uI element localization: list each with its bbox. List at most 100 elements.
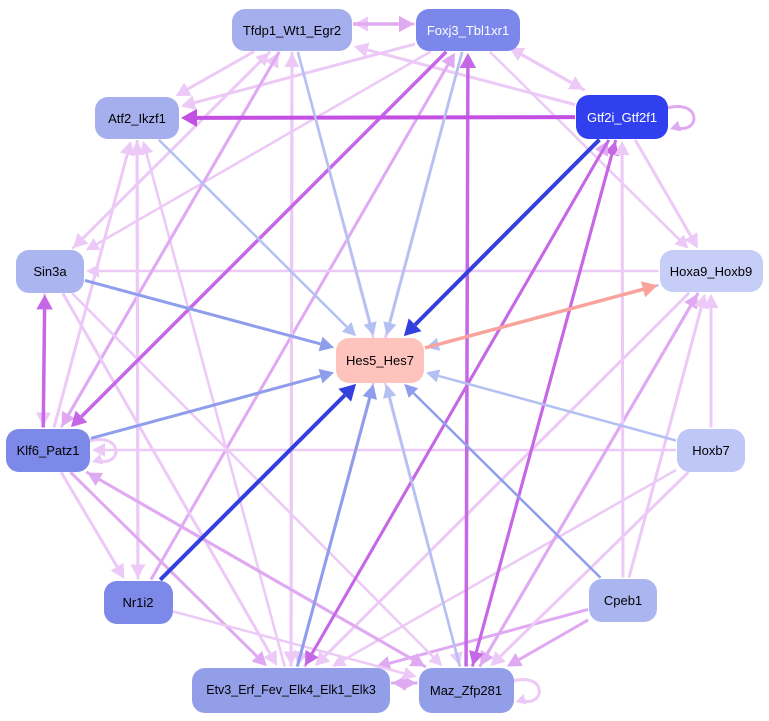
edge-arrow-gtf2i-hoxa9 <box>684 232 698 249</box>
edge-arrow-tfdp1-etv3 <box>283 651 299 666</box>
edge-arrow-nr1i2-hes5 <box>338 383 357 402</box>
graph-node-sin3a[interactable]: Sin3a <box>16 249 84 293</box>
edge-arrow-atf2-hes5 <box>342 322 356 337</box>
edge-gtf2i-hes5 <box>413 138 601 327</box>
edge-tfdp1-sin3a <box>81 50 272 240</box>
edge-klf6-sin3a <box>41 309 47 428</box>
edge-klf6-hes5 <box>90 374 321 440</box>
graph-node-atf2[interactable]: Atf2_Ikzf1 <box>95 97 179 139</box>
edge-atf2-hes5 <box>157 138 348 328</box>
edge-arrow-tfdp1-foxj3 <box>399 15 414 33</box>
edge-arrow-sin3a-hes5 <box>318 336 335 352</box>
graph-node-nr1i2[interactable]: Nr1i2 <box>103 580 173 624</box>
edge-arrow-tfdp1-sin3a <box>73 232 89 249</box>
edge-arrow-klf6-hes5 <box>318 368 335 384</box>
graph-node-cpeb1[interactable]: Cpeb1 <box>589 578 657 622</box>
edge-hoxb7-etv3 <box>342 468 677 662</box>
edge-gtf2i-tfdp1 <box>367 48 576 107</box>
edge-arrow-tfdp1-atf2 <box>175 82 192 97</box>
edge-cpeb1-hes5 <box>412 392 602 579</box>
edge-tfdp1-klf6 <box>67 51 281 416</box>
graph-node-label: Foxj3_Tbl1xr1 <box>426 22 510 38</box>
edge-maz-hes5 <box>388 396 462 667</box>
edge-nr1i2-maz <box>173 610 405 675</box>
graph-node-klf6[interactable]: Klf6_Patz1 <box>6 428 90 472</box>
edge-gtf2i-maz <box>474 139 618 653</box>
edge-arrow-sin3a-etv3 <box>263 649 278 666</box>
edge-arrow-klf6-nr1i2 <box>110 562 125 579</box>
edge-klf6-maz <box>85 470 414 661</box>
edge-arrow-foxj3-sin3a <box>85 238 101 251</box>
graph-node-label: Nr1i2 <box>122 594 154 610</box>
edge-sin3a-hes5 <box>84 278 321 346</box>
edge-hoxb7-hes5 <box>438 374 677 442</box>
edge-arrow-sin3a-maz <box>428 652 443 667</box>
graph-node-gtf2i[interactable]: Gtf2i_Gtf2f1 <box>576 95 668 139</box>
edge-arrow-maz-foxj3 <box>459 52 477 69</box>
graph-node-label: Etv3_Erf_Fev_Elk4_Elk1_Elk3 <box>206 683 376 697</box>
edge-etv3-hes5 <box>295 397 372 667</box>
edge-foxj3-hes5 <box>388 51 464 324</box>
edge-foxj3-hoxa9 <box>489 50 681 241</box>
edge-arrow-etv3-hes5 <box>362 384 378 400</box>
edge-gtf2i-etv3 <box>310 139 611 655</box>
edge-nr1i2-hes5 <box>158 393 347 582</box>
edge-maz-hoxa9 <box>478 305 692 668</box>
edge-foxj3-klf6 <box>80 50 448 418</box>
edge-arrow-cpeb1-gtf2i <box>614 141 630 156</box>
edge-arrow-foxj3-atf2 <box>180 95 197 110</box>
graph-node-maz[interactable]: Maz_Zfp281 <box>418 667 514 713</box>
graph-node-label: Hes5_Hes7 <box>346 352 414 368</box>
edge-arrow-foxj3-klf6 <box>70 410 88 428</box>
graph-node-hoxa9[interactable]: Hoxa9_Hoxb9 <box>659 250 763 292</box>
edge-arrow-hoxb7-klf6 <box>92 443 105 457</box>
edge-sin3a-maz <box>71 292 434 658</box>
edge-nr1i2-foxj3 <box>149 64 450 581</box>
graph-node-foxj3[interactable]: Foxj3_Tbl1xr1 <box>416 9 520 51</box>
edge-tfdp1-hes5 <box>296 51 372 324</box>
edge-arrow-klf6-maz <box>409 653 426 667</box>
edge-arrow-cpeb1-maz <box>506 653 523 667</box>
graph-node-label: Gtf2i_Gtf2f1 <box>586 109 658 125</box>
edge-loop-arrow-klf6 <box>92 453 104 465</box>
graph-node-etv3[interactable]: Etv3_Erf_Fev_Elk4_Elk1_Elk3 <box>192 667 390 713</box>
edge-arrow-gtf2i-atf2 <box>181 108 198 127</box>
edge-arrow-foxj3-hoxa9 <box>674 234 689 249</box>
edge-arrow-tfdp1-klf6 <box>61 410 76 427</box>
edge-klf6-atf2 <box>52 154 129 428</box>
edge-arrow-maz-hoxa9 <box>684 293 698 310</box>
graph-node-hoxb7[interactable]: Hoxb7 <box>677 428 745 472</box>
edge-arrow-gtf2i-etv3 <box>304 649 319 666</box>
edge-loop-arrow-maz <box>515 693 527 705</box>
edge-cpeb1-maz <box>518 618 589 661</box>
edge-arrow-maz-hes5 <box>383 384 397 399</box>
edge-arrow-hoxa9-etv3 <box>314 650 331 667</box>
edge-loop-gtf2i <box>666 105 696 130</box>
edge-gtf2i-atf2 <box>196 115 576 120</box>
graph-node-label: Klf6_Patz1 <box>16 442 80 458</box>
edge-arrow-gtf2i-maz <box>469 650 484 666</box>
edge-arrow-hoxb7-etv3 <box>332 654 347 667</box>
graph-node-tfdp1[interactable]: Tfdp1_Wt1_Egr2 <box>232 9 352 51</box>
edge-arrow-nr1i2-maz <box>402 666 417 680</box>
edge-arrow-klf6-sin3a <box>36 294 53 310</box>
edge-arrow-hoxa9-sin3a <box>86 264 99 278</box>
edge-cpeb1-gtf2i <box>620 154 625 578</box>
edge-arrow-hes5-hoxa9 <box>640 281 658 298</box>
edge-arrow-hoxb7-hes5 <box>425 369 441 383</box>
edge-arrow-foxj3-hes5 <box>383 321 397 336</box>
graph-node-label: Hoxa9_Hoxb9 <box>669 263 753 279</box>
edge-arrow-klf6-etv3 <box>251 650 267 667</box>
edge-arrow-klf6-atf2 <box>119 140 135 157</box>
edge-arrow-nr1i2-foxj3 <box>441 52 455 69</box>
graph-node-label: Sin3a <box>33 263 67 279</box>
edge-arrow-hoxb7-maz <box>490 650 506 667</box>
edge-arrow-tfdp1-hes5 <box>363 321 377 336</box>
graph-node-hes5[interactable]: Hes5_Hes7 <box>336 337 424 383</box>
edge-gtf2i-foxj3 <box>520 53 586 92</box>
edge-arrow-gtf2i-tfdp1 <box>353 42 370 58</box>
graph-node-label: Tfdp1_Wt1_Egr2 <box>242 22 342 38</box>
edge-arrow-hoxb7-hoxa9 <box>703 294 719 308</box>
